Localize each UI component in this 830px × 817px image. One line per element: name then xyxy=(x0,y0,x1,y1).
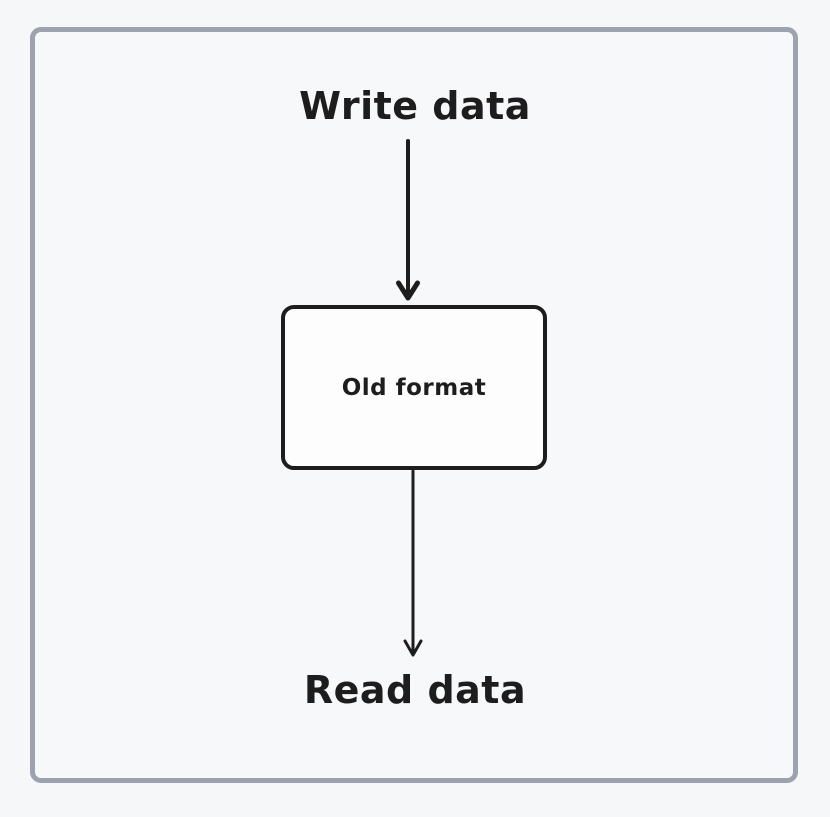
read-data-label: Read data xyxy=(303,668,527,712)
arrow-down-box-to-read-icon xyxy=(403,469,423,657)
arrow-down-write-to-box-icon xyxy=(396,139,420,301)
old-format-node: Old format xyxy=(281,305,547,470)
write-data-label: Write data xyxy=(299,84,531,128)
old-format-label: Old format xyxy=(341,374,487,401)
